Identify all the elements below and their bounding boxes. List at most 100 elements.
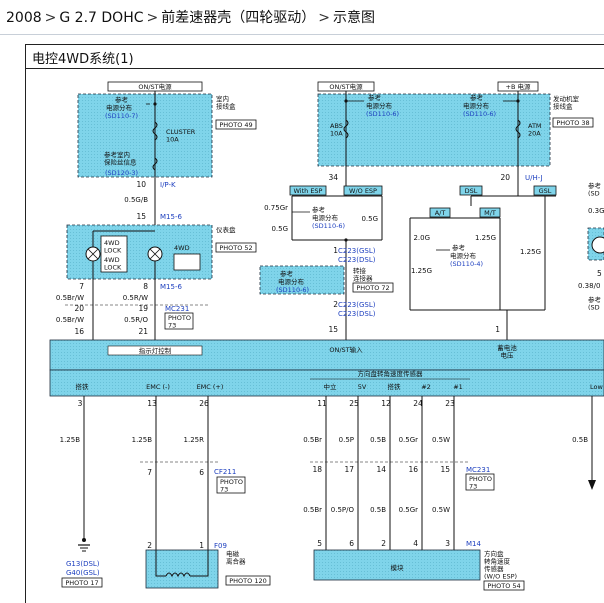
center-label: 中立 xyxy=(324,382,338,391)
svg-text:0.5Br/W: 0.5Br/W xyxy=(56,294,84,302)
connector-f09[interactable]: F09 xyxy=(214,542,227,550)
ground-label-2: 搭铁 xyxy=(388,382,402,391)
photo-120[interactable]: PHOTO 120 xyxy=(229,577,266,585)
module-label: 模块 xyxy=(391,563,405,572)
electromagnetic-clutch-label: 电磁离合器 xyxy=(226,549,246,565)
svg-text:2: 2 xyxy=(147,541,152,550)
breadcrumb-separator: > xyxy=(318,10,330,26)
breadcrumb-year[interactable]: 2008 xyxy=(6,10,42,26)
connector-c223-dsl[interactable]: C223(DSL) xyxy=(338,310,376,318)
abs-fuse-icon xyxy=(343,119,349,139)
dsl-label: DSL xyxy=(465,187,478,195)
title-divider xyxy=(26,68,604,69)
breadcrumb-component[interactable]: 前差速器壳（四轮驱动） xyxy=(161,10,316,26)
svg-text:16: 16 xyxy=(408,465,418,474)
svg-text:16: 16 xyxy=(74,327,84,336)
svg-text:电源分布: 电源分布 xyxy=(278,277,305,286)
connector-u-h-j[interactable]: U/H-J xyxy=(525,174,543,182)
connector-mc231[interactable]: MC231 xyxy=(466,466,490,474)
ref-sd110-6[interactable]: (SD110-6) xyxy=(312,222,345,230)
ref-sd110-4[interactable]: (SD110-4) xyxy=(450,260,483,268)
sheet-title: 电控4WD系统(1) xyxy=(32,52,134,67)
ground-g13[interactable]: G13(DSL) xyxy=(66,560,100,568)
photo-17[interactable]: PHOTO 17 xyxy=(65,579,98,587)
ground-label: 搭铁 xyxy=(76,382,90,391)
svg-text:0.5G/B: 0.5G/B xyxy=(124,196,148,204)
photo-49[interactable]: PHOTO 49 xyxy=(219,121,252,129)
svg-text:参考: 参考 xyxy=(452,243,466,252)
svg-text:参考: 参考 xyxy=(280,269,294,278)
photo-72[interactable]: PHOTO 72 xyxy=(356,284,389,292)
ref-sd120-3[interactable]: (SD120-3) xyxy=(105,169,138,177)
connector-mc231[interactable]: MC231 xyxy=(165,305,189,313)
ref-text: 参考 xyxy=(115,95,129,104)
svg-text:0.3Gr: 0.3Gr xyxy=(588,207,604,215)
ref-sd110-7[interactable]: (SD110-7) xyxy=(105,112,138,120)
connector-m14[interactable]: M14 xyxy=(466,540,481,548)
svg-text:1.25G: 1.25G xyxy=(411,267,432,275)
fourwd-label: 4WD xyxy=(174,244,190,252)
connector-ip-k[interactable]: I/P-K xyxy=(160,181,176,189)
svg-text:0.75Gr: 0.75Gr xyxy=(264,204,288,212)
svg-text:电源分布: 电源分布 xyxy=(463,101,490,110)
svg-text:10: 10 xyxy=(136,180,146,189)
on-st-input-label: ON/ST输入 xyxy=(329,345,363,354)
svg-text:11: 11 xyxy=(317,399,327,408)
svg-text:4: 4 xyxy=(413,539,418,548)
connector-c223-gsl[interactable]: C223(GSL) xyxy=(338,301,376,309)
steering-sensor-group-label: 方向盘转角速度传感器 xyxy=(358,369,424,378)
svg-text:15: 15 xyxy=(440,465,450,474)
ref-sd110-6[interactable]: (SD110-6) xyxy=(366,110,399,118)
svg-text:6: 6 xyxy=(199,468,204,477)
svg-text:0.5B: 0.5B xyxy=(370,436,386,444)
ref-sd110-6[interactable]: (SD110-6) xyxy=(276,286,309,294)
svg-text:5: 5 xyxy=(597,269,602,278)
svg-text:参考: 参考 xyxy=(312,205,326,214)
coil-icon xyxy=(165,572,191,578)
svg-text:3: 3 xyxy=(445,539,450,548)
with-esp-label: With ESP xyxy=(294,187,323,195)
svg-text:15: 15 xyxy=(328,325,338,334)
adapter-connector-box xyxy=(259,265,345,295)
breadcrumb-engine[interactable]: G 2.7 DOHC xyxy=(59,10,144,26)
at-label: A/T xyxy=(435,209,446,217)
photo-52[interactable]: PHOTO 52 xyxy=(219,244,252,252)
photo-54[interactable]: PHOTO 54 xyxy=(487,582,520,590)
emc-minus-label: EMC (-) xyxy=(146,383,170,391)
connector-m15-6[interactable]: M15-6 xyxy=(160,213,182,221)
connector-cf211[interactable]: CF211 xyxy=(214,468,236,476)
breadcrumb-bar: 2008>G 2.7 DOHC>前差速器壳（四轮驱动）>示意图 xyxy=(0,0,604,35)
svg-text:14: 14 xyxy=(376,465,386,474)
connector-c223-gsl[interactable]: C223(GSL) xyxy=(338,247,376,255)
svg-text:19: 19 xyxy=(138,304,148,313)
svg-text:20: 20 xyxy=(500,173,510,182)
battery-voltage-label: 蓄电池电压 xyxy=(497,343,517,359)
svg-text:6: 6 xyxy=(349,539,354,548)
steering-sensor-module-box xyxy=(313,549,481,581)
svg-text:0.5W: 0.5W xyxy=(432,506,450,514)
svg-text:1: 1 xyxy=(495,325,500,334)
breadcrumb: 2008>G 2.7 DOHC>前差速器壳（四轮驱动）>示意图 xyxy=(6,7,375,27)
indoor-junction-label: 室内接线盒 xyxy=(216,94,236,110)
svg-text:1: 1 xyxy=(333,246,338,255)
ref-sd110-6[interactable]: (SD110-6) xyxy=(463,110,496,118)
connector-m15-6[interactable]: M15-6 xyxy=(160,283,182,291)
photo-38[interactable]: PHOTO 38 xyxy=(556,119,589,127)
svg-text:26: 26 xyxy=(199,399,209,408)
svg-text:0.5R/O: 0.5R/O xyxy=(124,316,148,324)
connector-c223-dsl[interactable]: C223(DSL) xyxy=(338,256,376,264)
svg-text:12: 12 xyxy=(381,399,391,408)
atm-fuse-icon xyxy=(515,119,521,139)
ground-g40[interactable]: G40(GSL) xyxy=(66,569,100,577)
svg-text:7: 7 xyxy=(79,282,84,291)
svg-text:0.38/0: 0.38/0 xyxy=(578,282,600,290)
hash2-label: #2 xyxy=(421,383,431,391)
svg-text:0.5B: 0.5B xyxy=(370,506,386,514)
svg-text:15: 15 xyxy=(136,212,146,221)
